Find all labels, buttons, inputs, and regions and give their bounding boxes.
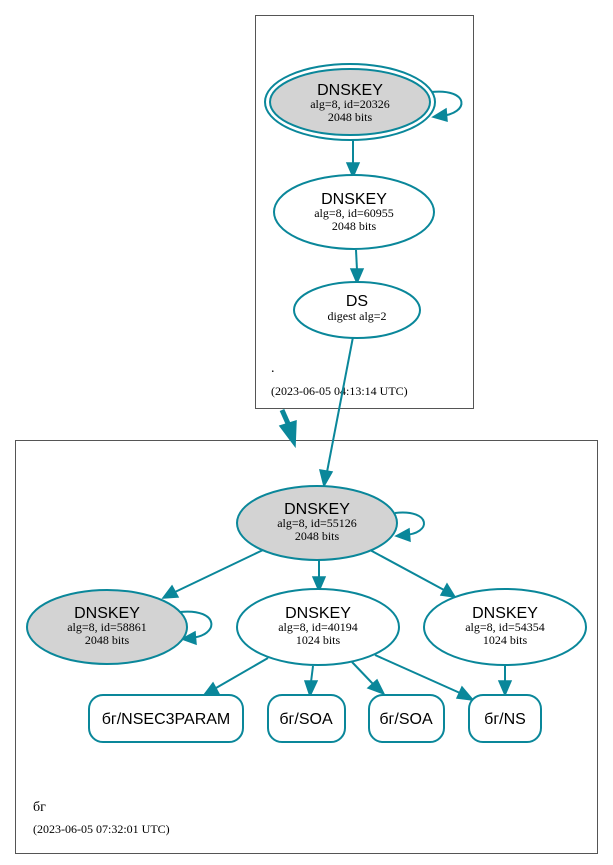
bg-ksk-detail: alg=8, id=55126 — [277, 516, 357, 530]
arrowhead-bg-ksk2-self — [180, 630, 197, 646]
arrowhead-root-ksk-self — [431, 107, 448, 123]
arrowhead-zsk2-ns — [497, 680, 513, 697]
root-ds-ellipse — [293, 281, 421, 339]
bg-ksk-size: 2048 bits — [295, 529, 340, 543]
root-zsk-size: 2048 bits — [332, 219, 377, 233]
node-root-ksk[interactable]: DNSKEY alg=8, id=20326 2048 bits — [264, 63, 436, 141]
rrset-ns-box — [468, 694, 542, 743]
bg-zsk2-size: 1024 bits — [483, 633, 528, 647]
bg-ksk-ellipse — [236, 485, 398, 561]
root-ksk-size: 2048 bits — [328, 110, 373, 124]
rrset-soa-1-label: бг/SOA — [279, 711, 333, 728]
root-ksk-detail: alg=8, id=20326 — [310, 97, 390, 111]
bg-zsk1-ellipse — [236, 588, 400, 666]
rrset-soa-2-box — [368, 694, 445, 743]
zone-root-label: . — [271, 361, 275, 376]
edge-ds-bg-ksk — [326, 336, 354, 473]
bg-zsk1-type: DNSKEY — [285, 605, 351, 622]
edge-bg-ksk2-self — [179, 610, 213, 639]
arrowhead-bg-ksk-self — [394, 527, 411, 543]
bg-zsk2-type: DNSKEY — [472, 605, 538, 622]
bg-zsk1-size: 1024 bits — [296, 633, 341, 647]
root-ds-type: DS — [346, 293, 368, 310]
node-root-zsk[interactable]: DNSKEY alg=8, id=60955 2048 bits — [273, 174, 435, 250]
edge-root-ksk-self — [430, 90, 463, 117]
rrset-soa-2-label: бг/SOA — [379, 711, 433, 728]
node-bg-zsk2[interactable]: DNSKEY alg=8, id=54354 1024 bits — [423, 588, 587, 666]
edge-zsk1-nsec3param — [215, 657, 269, 689]
rrset-nsec3param-box — [88, 694, 244, 743]
edge-bg-ksk-zsk2 — [369, 549, 445, 591]
node-bg-ksk2[interactable]: DNSKEY alg=8, id=58861 2048 bits — [26, 589, 188, 665]
arrowhead-bg-ksk-zsk1 — [311, 576, 327, 593]
bg-zsk2-ellipse — [423, 588, 587, 666]
rrset-nsec3param-label: бг/NSEC3PARAM — [102, 711, 231, 728]
bg-ksk-type: DNSKEY — [284, 501, 350, 518]
bg-zsk1-detail: alg=8, id=40194 — [278, 620, 358, 634]
zone-bg-timestamp: (2023-06-05 07:32:01 UTC) — [33, 822, 170, 836]
arrowhead-bg-ksk-zsk2 — [439, 582, 457, 598]
bg-ksk2-ellipse — [26, 589, 188, 665]
root-ds-detail: digest alg=2 — [327, 309, 386, 323]
zone-delegation-arrowhead — [278, 419, 297, 449]
node-root-ds[interactable]: DS digest alg=2 — [293, 281, 421, 339]
edge-zsk1-soa2 — [351, 661, 374, 685]
rrset-ns-label: бг/NS — [484, 711, 526, 728]
zone-bg: бг (2023-06-05 07:32:01 UTC) — [15, 440, 598, 854]
rrset-soa-2[interactable]: бг/SOA — [368, 694, 445, 743]
node-bg-zsk1[interactable]: DNSKEY alg=8, id=40194 1024 bits — [236, 588, 400, 666]
rrset-nsec3param[interactable]: бг/NSEC3PARAM — [88, 694, 244, 743]
zone-bg-box — [15, 440, 598, 854]
arrowhead-zsk1-soa1 — [303, 680, 319, 699]
edges — [161, 90, 513, 701]
zone-bg-label: бг — [33, 800, 46, 815]
bg-ksk2-size: 2048 bits — [85, 633, 130, 647]
arrowhead-root-zsk-ds — [349, 268, 365, 285]
rrset-soa-1-box — [267, 694, 346, 743]
node-bg-ksk[interactable]: DNSKEY alg=8, id=55126 2048 bits — [236, 485, 398, 561]
rrset-ns[interactable]: бг/NS — [468, 694, 542, 743]
rrset-soa-1[interactable]: бг/SOA — [267, 694, 346, 743]
edge-zone-delegation — [278, 408, 297, 449]
edge-bg-ksk-self — [394, 511, 425, 536]
root-ksk-ellipse — [269, 68, 431, 136]
edge-root-zsk-ds — [355, 249, 358, 271]
edge-zsk1-soa1 — [310, 665, 314, 683]
root-ksk-type: DNSKEY — [317, 82, 383, 99]
root-zsk-ellipse — [273, 174, 435, 250]
bg-ksk2-type: DNSKEY — [74, 605, 140, 622]
edge-zsk1-ns — [374, 654, 461, 694]
zone-root-timestamp: (2023-06-05 04:13:14 UTC) — [271, 384, 408, 398]
root-zsk-detail: alg=8, id=60955 — [314, 206, 394, 220]
arrowhead-root-ksk-zsk — [345, 162, 361, 179]
zone-root-box — [255, 15, 474, 409]
root-zsk-type: DNSKEY — [321, 191, 387, 208]
arrowhead-zsk1-nsec3param — [202, 681, 221, 696]
bg-zsk2-detail: alg=8, id=54354 — [465, 620, 545, 634]
edge-bg-ksk-ksk2 — [174, 549, 264, 593]
zone-root: . (2023-06-05 04:13:14 UTC) — [255, 15, 474, 409]
arrowhead-bg-ksk-ksk2 — [161, 584, 180, 599]
bg-ksk2-detail: alg=8, id=58861 — [67, 620, 147, 634]
arrowhead-zsk1-soa2 — [366, 678, 386, 696]
arrowhead-ds-bg-ksk — [318, 469, 334, 488]
arrowhead-zsk1-ns — [455, 685, 475, 701]
